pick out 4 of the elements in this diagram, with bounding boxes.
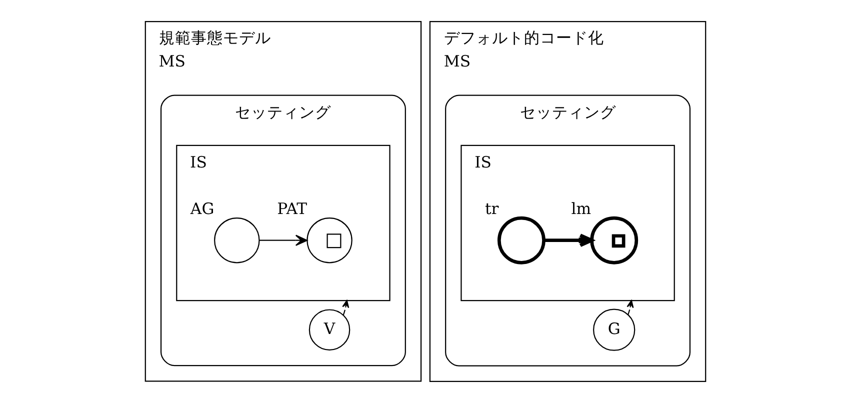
node-label: lm	[571, 200, 592, 218]
node-label: AG	[190, 200, 214, 218]
node-label: PAT	[277, 200, 308, 218]
node-label: tr	[485, 200, 499, 218]
